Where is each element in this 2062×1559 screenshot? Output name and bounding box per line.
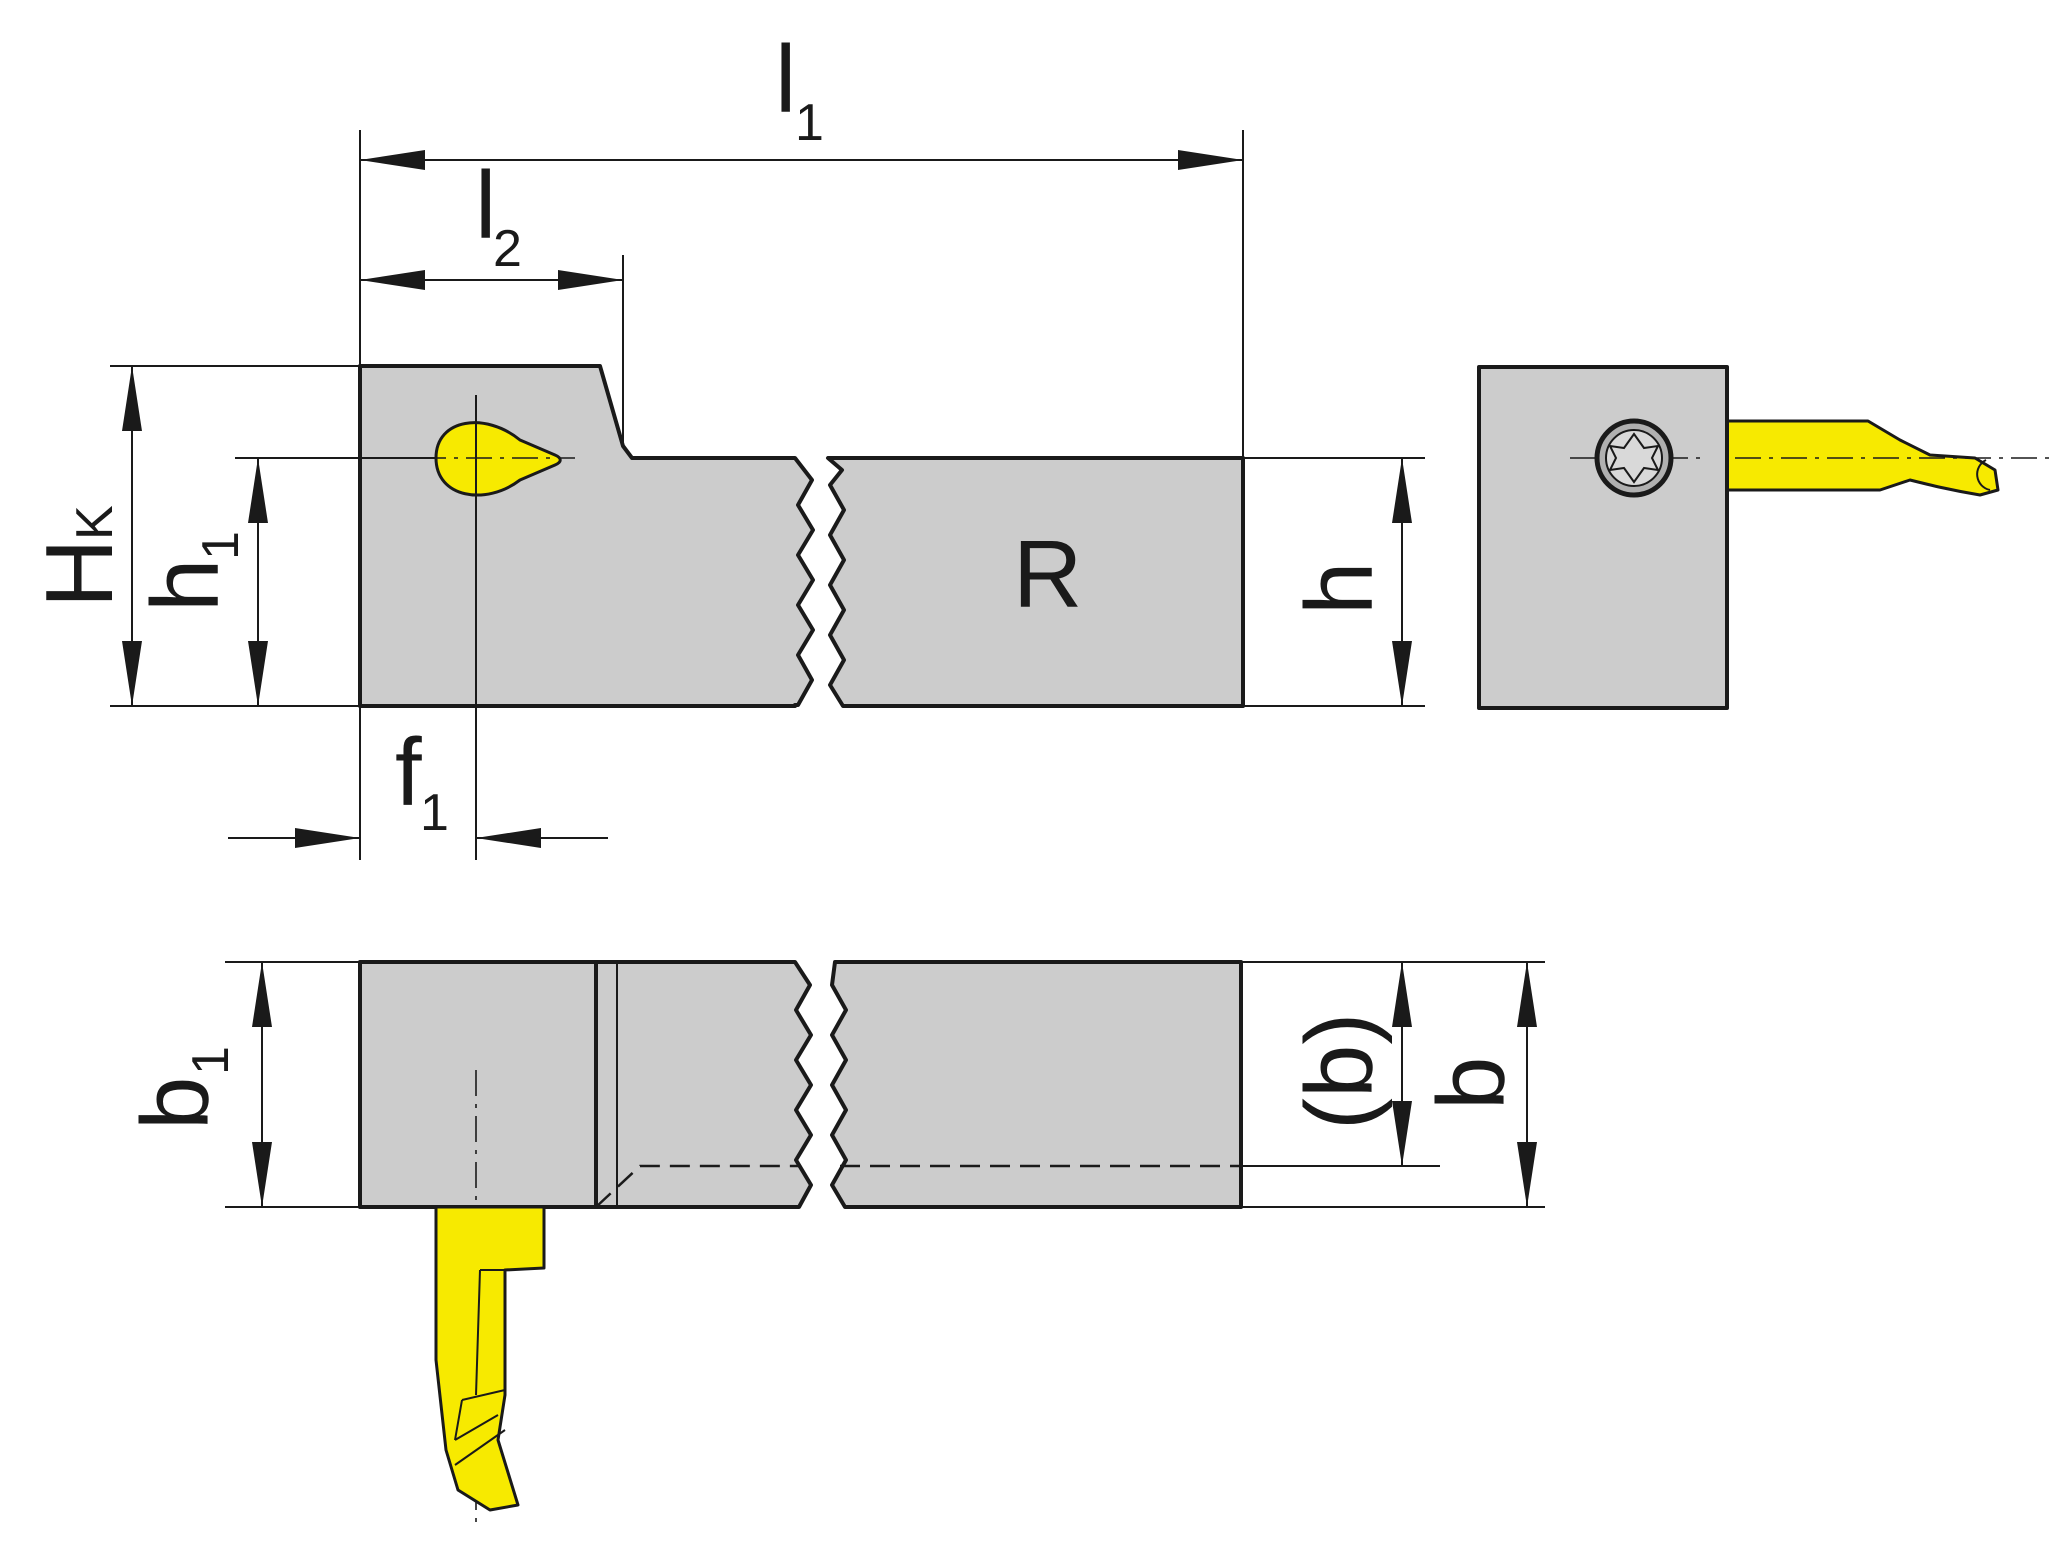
holder-middle-top	[594, 960, 813, 1209]
insert-flute-line	[454, 1269, 506, 1466]
label-h1: h	[132, 559, 239, 612]
label-f1: f	[395, 719, 422, 826]
label-l2-sub: 2	[493, 220, 522, 278]
label-b-paren: (b)	[1286, 1013, 1393, 1130]
label-b1-sub: 1	[182, 1046, 240, 1075]
arrow-l2-left	[360, 270, 425, 290]
label-h: h	[1286, 562, 1393, 615]
insert-teardrop	[434, 421, 562, 497]
arrow-l1-left	[360, 150, 425, 170]
arrow-f1-left	[295, 828, 360, 848]
holder-head-top	[358, 960, 598, 1209]
top-view: b 1 (b) b	[122, 960, 1545, 1530]
label-l2: l	[475, 152, 496, 259]
holder-head-side	[358, 364, 815, 708]
arrow-h-bottom	[1392, 641, 1412, 706]
label-hk: H	[26, 539, 133, 608]
holder-shank-top	[830, 960, 1243, 1209]
end-view	[1477, 365, 2055, 710]
label-l1: l	[775, 26, 796, 133]
label-b: b	[1418, 1057, 1525, 1110]
arrow-hk-bottom	[122, 641, 142, 706]
arrow-f1-right	[476, 828, 541, 848]
holder-shank-side	[826, 456, 1245, 708]
label-h1-sub: 1	[192, 531, 250, 560]
label-l1-sub: 1	[795, 94, 824, 152]
label-hk-sub: K	[66, 505, 124, 540]
arrow-b1-bottom	[252, 1142, 272, 1207]
arrow-b-top	[1517, 962, 1537, 1027]
arrow-bp-bottom	[1392, 1101, 1412, 1166]
arrow-h1-top	[248, 458, 268, 523]
torx-drive-icon	[1608, 432, 1660, 484]
holder-end-block	[1477, 365, 1729, 710]
boring-bar-tip-arc	[1976, 459, 1991, 491]
clamp-screw-inner	[1605, 429, 1663, 487]
arrow-h1-bottom	[248, 641, 268, 706]
arrow-l2-right	[558, 270, 623, 290]
arrow-b-bottom	[1517, 1142, 1537, 1207]
label-hand: R	[1013, 521, 1082, 628]
label-b1: b	[122, 1077, 229, 1130]
arrow-b1-top	[252, 962, 272, 1027]
arrow-l1-right	[1178, 150, 1243, 170]
boring-insert-top	[434, 1205, 546, 1512]
hidden-edge	[595, 1164, 800, 1208]
label-f1-sub: 1	[420, 784, 449, 842]
arrow-bp-top	[1392, 962, 1412, 1027]
side-view: l 1 l 2 H K h 1 f 1 R h	[26, 26, 1425, 860]
arrow-hk-top	[122, 366, 142, 431]
arrow-h-top	[1392, 458, 1412, 523]
